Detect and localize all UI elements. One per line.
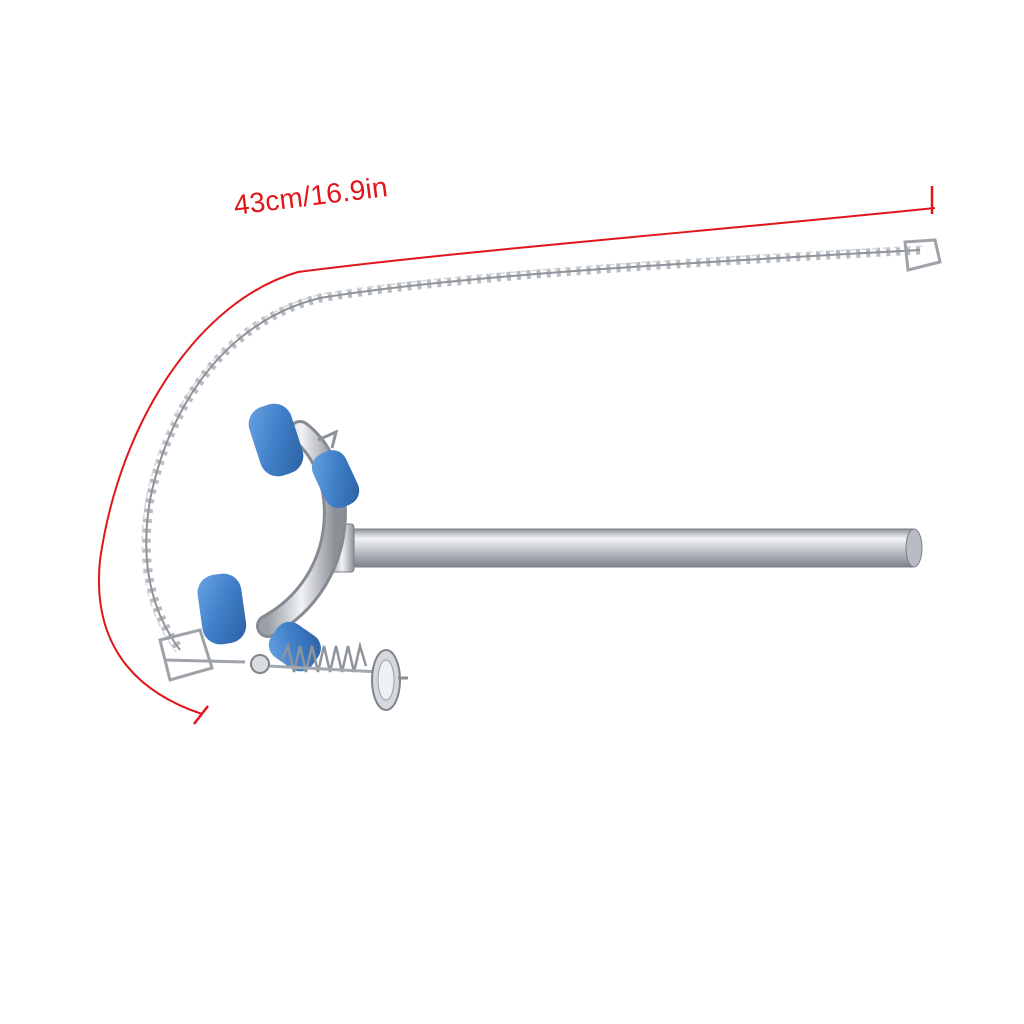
blue-tip-upper-back (311, 450, 360, 509)
clamp-pivot (250, 654, 270, 674)
chain (141, 238, 942, 682)
clamp-arm (256, 420, 347, 638)
tension-spring (249, 641, 381, 674)
measurement-line (98, 186, 936, 725)
thumb-screw (371, 649, 408, 711)
measurement-start-tick (193, 705, 209, 725)
blue-tip-lower-front (197, 573, 247, 645)
blue-tip-upper-front (248, 403, 304, 477)
clamp-rod (329, 523, 923, 573)
